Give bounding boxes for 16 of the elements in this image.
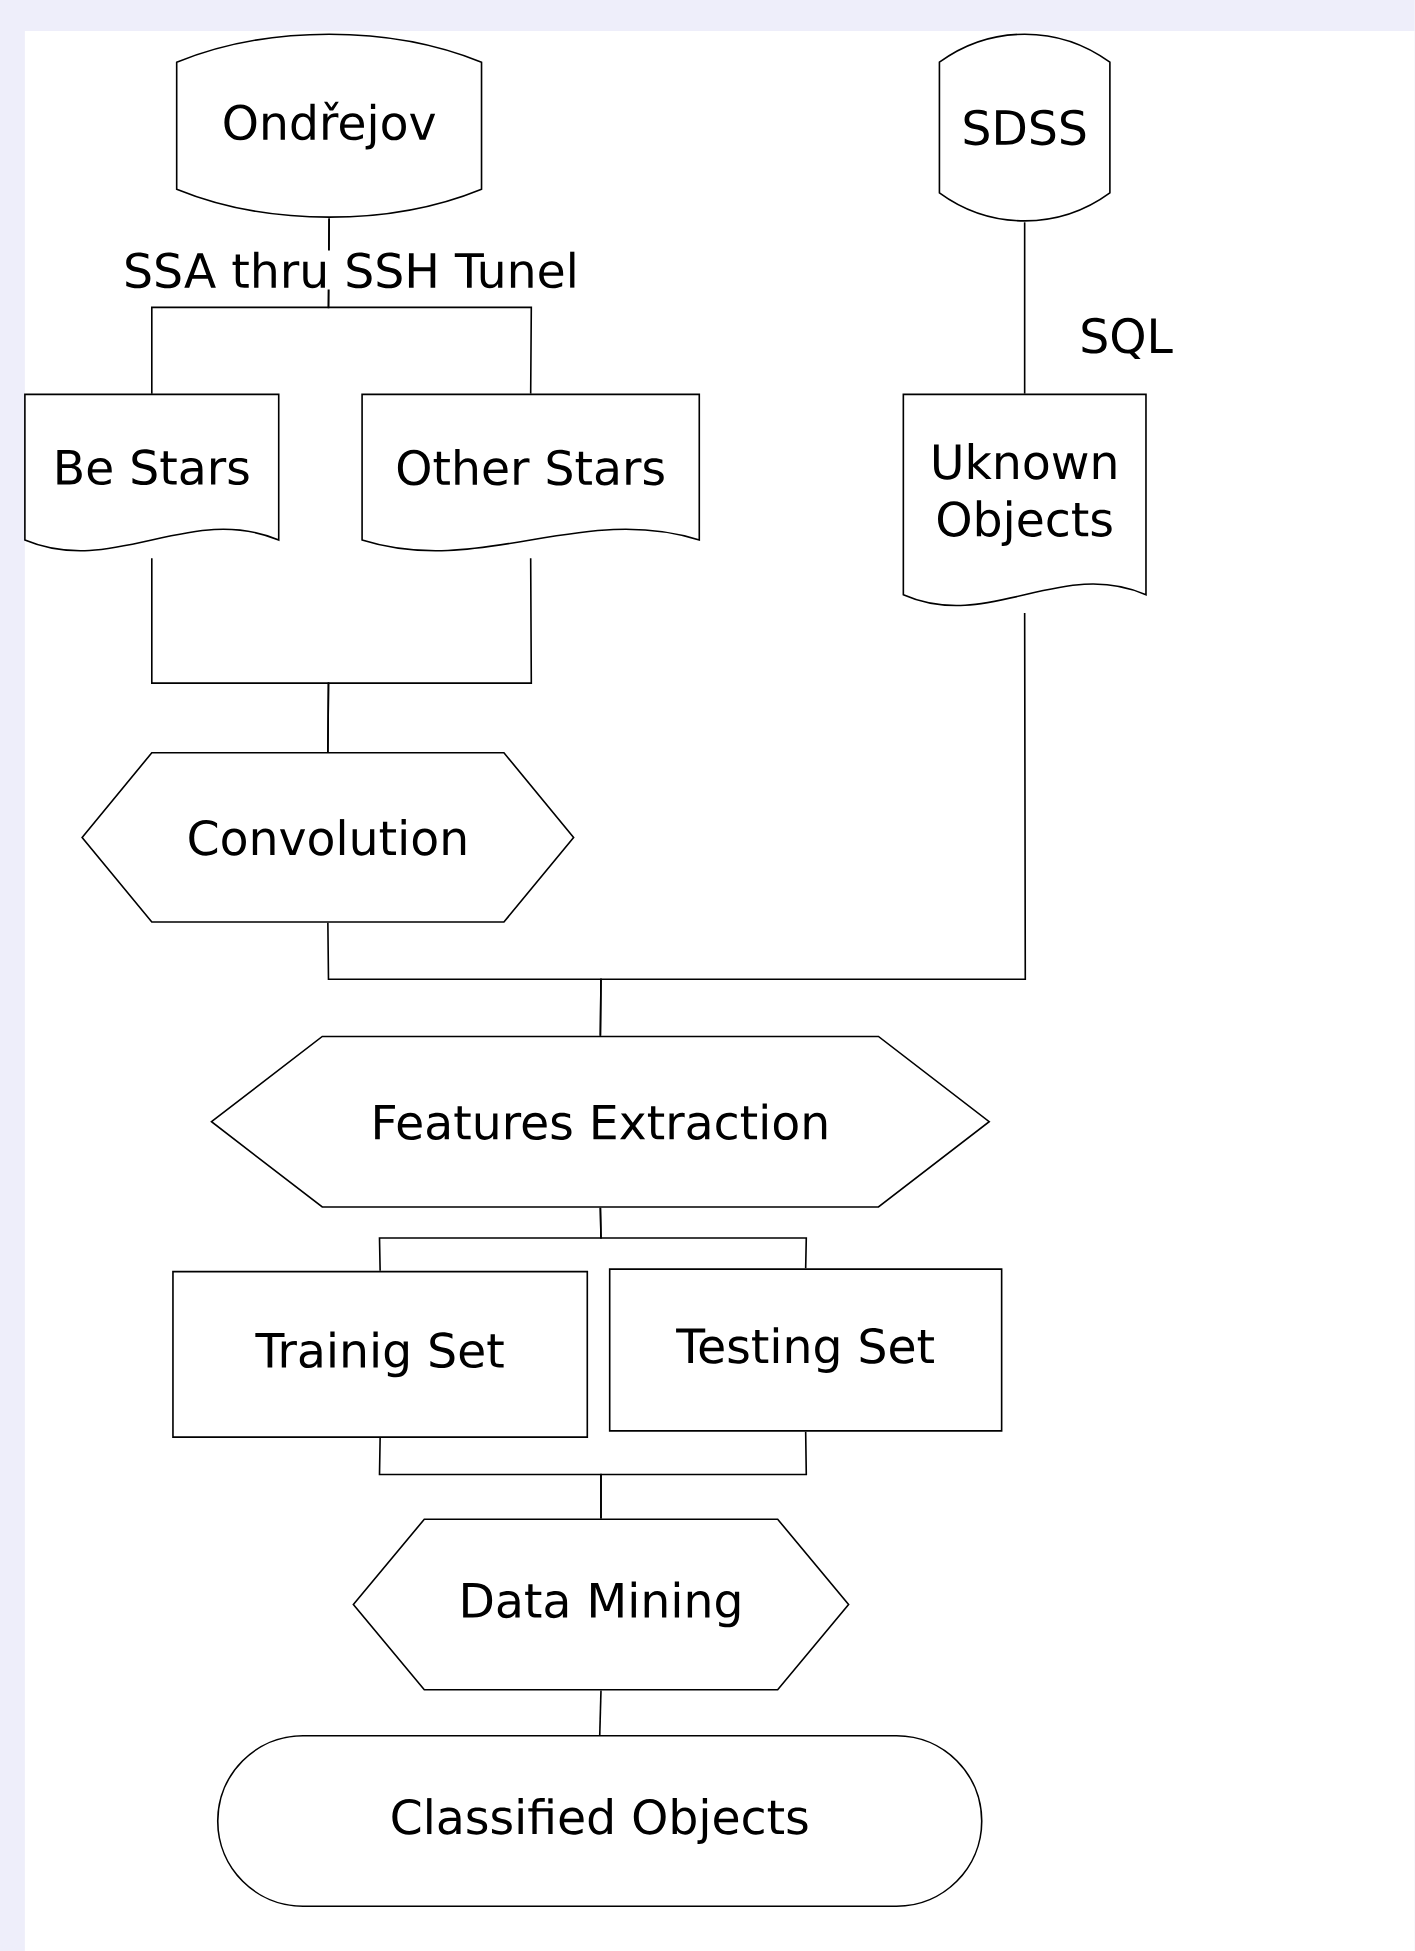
- database-cylinder: SDSS: [938, 33, 1111, 222]
- connector-line: [327, 557, 533, 753]
- process-hexagon: Data Mining: [352, 1518, 850, 1691]
- connector-line: [599, 612, 1027, 1037]
- connector-line: [599, 1206, 808, 1270]
- connector-line: [600, 1430, 808, 1520]
- database-cylinder: Ondřejov: [176, 33, 483, 218]
- edge-label: SSA thru SSH Tunel: [121, 250, 581, 290]
- process-box: Testing Set: [609, 1268, 1003, 1432]
- connector-line: [599, 1689, 602, 1736]
- process-hexagon: Convolution: [81, 752, 575, 923]
- connector-line: [327, 217, 533, 395]
- connector-line: [1024, 221, 1026, 395]
- process-hexagon: Features Extraction: [210, 1035, 991, 1208]
- edge-label: SQL: [1078, 316, 1175, 361]
- process-box: Trainig Set: [172, 1270, 589, 1438]
